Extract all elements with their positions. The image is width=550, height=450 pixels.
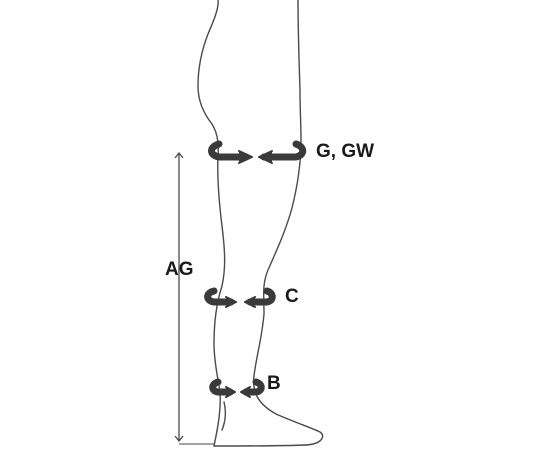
thigh-band — [208, 140, 307, 164]
leg-back-contour — [197, 0, 226, 447]
foot-sole — [213, 444, 307, 447]
height-label: AG — [165, 259, 194, 280]
ankle-band — [209, 378, 265, 398]
calf-band — [204, 287, 276, 308]
leg-outline — [197, 0, 324, 447]
heel-crease — [221, 401, 227, 431]
ankle-label: B — [267, 373, 281, 394]
thigh-label: G, GW — [316, 141, 374, 162]
calf-label: C — [285, 286, 299, 307]
leg-front-contour — [252, 0, 324, 446]
